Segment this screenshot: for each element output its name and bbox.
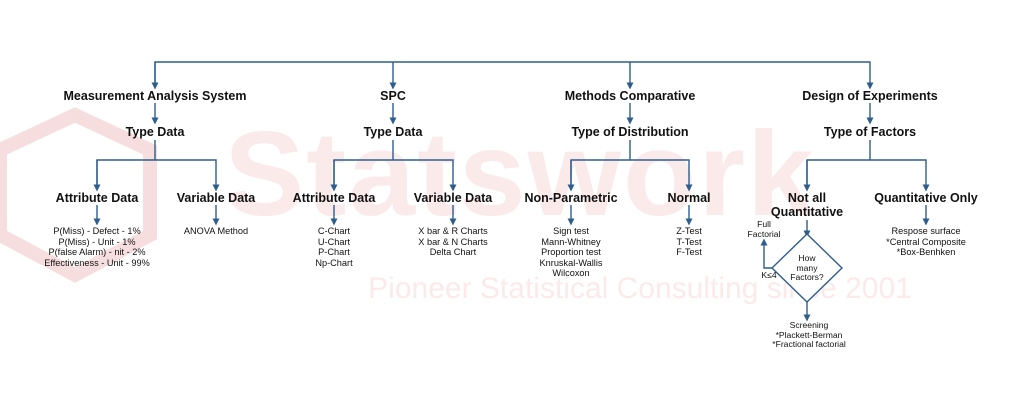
list-item: F-Test xyxy=(676,247,702,258)
list-item: C-Chart xyxy=(317,226,351,236)
mc-non-parametric-list: Sign test Mann-Whitney Proportion test K… xyxy=(540,226,603,279)
mc-type: Type of Distribution xyxy=(571,125,689,139)
spc-attribute-data: Attribute Data xyxy=(292,191,376,205)
mas-variable-list: ANOVA Method xyxy=(184,226,248,237)
spc-variable-list: X bar & R Charts X bar & N Charts Delta … xyxy=(418,226,487,258)
list-item: P-Chart xyxy=(318,247,350,258)
mas-attribute-list: P(Miss) - Defect - 1% P(Miss) - Unit - 1… xyxy=(44,226,150,268)
doe-type: Type of Factors xyxy=(823,125,917,139)
spc-attribute-list: C-Chart U-Chart P-Chart Np-Chart xyxy=(315,226,352,268)
list-item: Proportion test xyxy=(541,247,601,258)
list-item: Knruskal-Wallis xyxy=(539,257,603,268)
mas-title: Measurement Analysis System xyxy=(63,89,247,103)
list-item: X bar & R Charts xyxy=(418,226,488,236)
list-item: *Box-Benhken xyxy=(896,247,956,258)
list-item: Respose surface xyxy=(891,226,961,236)
list-item: ANOVA Method xyxy=(183,226,249,236)
list-item: P(Miss) - Defect - 1% xyxy=(53,226,141,236)
list-item: U-Chart xyxy=(317,236,351,247)
mas-variable-data: Variable Data xyxy=(176,191,256,205)
mc-title: Methods Comparative xyxy=(564,89,696,103)
doe-k-condition: K≤4 xyxy=(761,270,777,280)
mc-normal-list: Z-Test T-Test F-Test xyxy=(676,226,702,258)
list-item: *Central Composite xyxy=(886,236,966,247)
list-item: X bar & N Charts xyxy=(418,236,488,247)
doe-quantitative-only: Quantitative Only xyxy=(874,191,978,205)
spc-type: Type Data xyxy=(363,125,423,139)
mc-non-parametric: Non-Parametric xyxy=(524,191,618,205)
doe-title: Design of Experiments xyxy=(802,89,938,103)
list-item: T-Test xyxy=(676,236,702,247)
list-item: P(false Alarm) - nit - 2% xyxy=(48,247,146,258)
list-item: Np-Chart xyxy=(315,257,353,268)
list-item: Sign test xyxy=(553,226,589,236)
spc-title: SPC xyxy=(380,89,406,103)
list-item: Delta Chart xyxy=(429,247,477,258)
doe-screening: Screening*Plackett-Berman*Fractional fac… xyxy=(772,320,846,350)
mas-attribute-data: Attribute Data xyxy=(55,191,139,205)
list-item: Wilcoxon xyxy=(552,268,590,279)
list-item: Z-Test xyxy=(676,226,702,236)
mas-type: Type Data xyxy=(125,125,185,139)
mc-normal: Normal xyxy=(667,191,711,205)
list-item: P(Miss) - Unit - 1% xyxy=(58,236,136,247)
list-item: Effectiveness - Unit - 99% xyxy=(44,257,150,268)
doe-quantitative-list: Respose surface *Central Composite *Box-… xyxy=(886,226,966,258)
spc-variable-data: Variable Data xyxy=(413,191,493,205)
list-item: Mann-Whitney xyxy=(541,236,601,247)
